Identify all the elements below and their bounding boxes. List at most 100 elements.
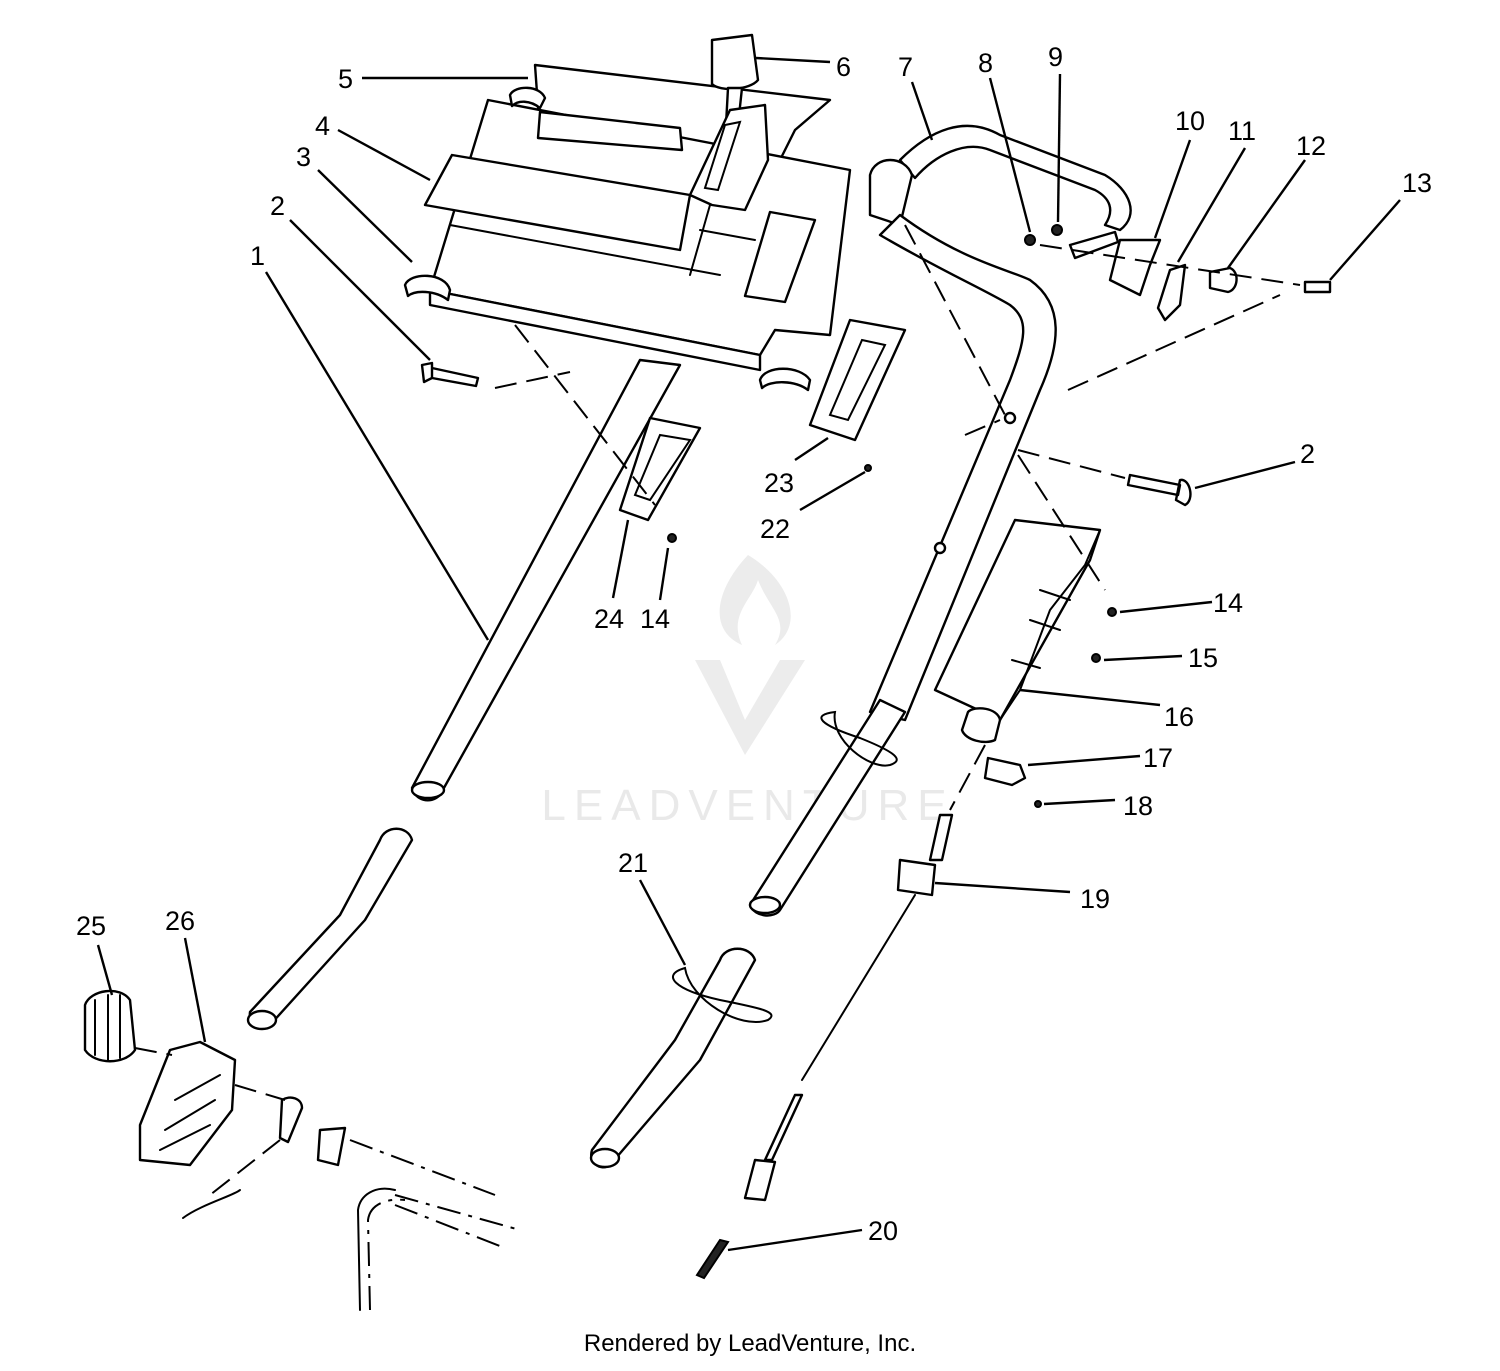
assembly-line-6 bbox=[904, 224, 1006, 416]
lower-handle-right bbox=[589, 710, 898, 1169]
clip-21-upper bbox=[820, 710, 898, 767]
leader-19 bbox=[934, 881, 1071, 894]
lower-handle-left-tube bbox=[248, 827, 414, 1029]
leader-14b bbox=[658, 547, 670, 601]
assembly-lines bbox=[134, 224, 1301, 1196]
housing-26 bbox=[138, 1040, 237, 1167]
panel-left-end-cap bbox=[403, 274, 452, 302]
shift-rod bbox=[689, 204, 711, 276]
housing-16-collar bbox=[960, 707, 1002, 744]
callout-23: 23 bbox=[764, 468, 794, 498]
callout-25: 25 bbox=[76, 911, 106, 941]
lower-handle-left-end bbox=[246, 1009, 278, 1031]
callout-12: 12 bbox=[1296, 131, 1326, 161]
assembly-line-1 bbox=[514, 324, 656, 506]
bolts bbox=[420, 361, 1192, 507]
upper-handle-left-tube bbox=[868, 158, 914, 227]
callout-14a: 14 bbox=[1213, 588, 1243, 618]
leader-9 bbox=[1056, 73, 1062, 223]
bracket-right bbox=[618, 318, 907, 522]
frame-dashdot-3 bbox=[394, 1204, 506, 1249]
cable-adjuster-19 bbox=[896, 858, 937, 897]
leader-15 bbox=[1103, 654, 1183, 662]
control-panel-housing bbox=[403, 63, 852, 392]
frame-corner-2 bbox=[366, 1198, 406, 1311]
leader-16 bbox=[1019, 688, 1161, 707]
upper-handle-tube-end bbox=[748, 895, 782, 915]
leader-lines bbox=[96, 56, 1401, 1252]
callout-11: 11 bbox=[1228, 116, 1256, 146]
leader-20 bbox=[727, 1228, 863, 1252]
watermark: LEADVENTURE bbox=[541, 555, 947, 830]
panel-front-edge bbox=[428, 288, 762, 372]
assembly-line-10 bbox=[234, 1084, 286, 1101]
upper-handle-right-tube bbox=[868, 213, 1057, 722]
upper-handle-bolt-hole bbox=[1003, 411, 1017, 425]
callout-18: 18 bbox=[1123, 791, 1153, 821]
housing-16-body bbox=[933, 518, 1102, 722]
lower-handle-right-end bbox=[589, 1147, 621, 1169]
watermark-flame-icon bbox=[719, 555, 791, 645]
nut-8 bbox=[1024, 234, 1036, 246]
callout-15: 15 bbox=[1188, 643, 1218, 673]
leader-2b bbox=[1194, 460, 1296, 490]
leader-13 bbox=[1329, 199, 1401, 281]
leader-21 bbox=[638, 879, 687, 966]
callout-14b: 14 bbox=[640, 604, 670, 634]
leader-11 bbox=[1176, 147, 1247, 263]
bracket-24 bbox=[618, 416, 702, 522]
leader-8 bbox=[988, 77, 1032, 233]
callout-8: 8 bbox=[978, 48, 993, 78]
spring-20 bbox=[695, 1238, 730, 1280]
callout-24: 24 bbox=[594, 604, 624, 634]
leader-25 bbox=[96, 944, 114, 996]
leader-2a bbox=[289, 219, 431, 361]
bolt-right bbox=[1126, 473, 1192, 507]
cable-line bbox=[801, 894, 916, 1081]
cable-upper-sleeve bbox=[928, 813, 954, 862]
bracket-23 bbox=[808, 318, 907, 442]
callout-17: 17 bbox=[1143, 743, 1173, 773]
panel-slot-rib bbox=[449, 224, 756, 276]
cable-end-fitting bbox=[743, 1158, 777, 1202]
callouts: 1 2 2 3 4 5 6 7 8 9 10 11 12 13 14 14 15… bbox=[76, 42, 1432, 1246]
assembly-line-5 bbox=[1039, 244, 1301, 286]
assembly-line-3 bbox=[1017, 449, 1126, 479]
leader-1 bbox=[264, 271, 490, 641]
watermark-v-icon bbox=[695, 660, 805, 755]
screw-15 bbox=[1091, 653, 1101, 663]
frame-corner bbox=[356, 1187, 396, 1311]
assembly-line-11 bbox=[209, 1139, 281, 1196]
callout-10: 10 bbox=[1175, 106, 1205, 136]
frame-dashdot-2 bbox=[394, 1194, 521, 1231]
left-handle-tube-end bbox=[410, 780, 446, 800]
leader-3 bbox=[317, 169, 413, 263]
callout-6: 6 bbox=[836, 52, 851, 82]
callout-5: 5 bbox=[338, 64, 353, 94]
left-handle-tube bbox=[410, 358, 682, 802]
screw-14 bbox=[1107, 607, 1117, 617]
panel-right-end-cap bbox=[758, 367, 812, 392]
frame-curve-left bbox=[182, 1189, 241, 1219]
callout-3: 3 bbox=[296, 142, 311, 172]
clip-small bbox=[316, 1126, 347, 1167]
screw-18 bbox=[1034, 800, 1042, 808]
leader-7 bbox=[910, 81, 934, 141]
leader-18 bbox=[1043, 798, 1116, 806]
upper-handle bbox=[748, 124, 1132, 917]
assembly-line-12 bbox=[949, 744, 986, 811]
callout-2b: 2 bbox=[1300, 439, 1315, 469]
callout-4: 4 bbox=[315, 111, 330, 141]
screw-22 bbox=[864, 464, 872, 472]
footer-credit: Rendered by LeadVenture, Inc. bbox=[583, 1330, 917, 1357]
bracket-10 bbox=[1108, 238, 1162, 297]
panel-left-pivot bbox=[508, 86, 547, 110]
frame-dashdot-1 bbox=[349, 1139, 496, 1196]
callout-2a: 2 bbox=[270, 191, 285, 221]
leader-26 bbox=[183, 937, 207, 1043]
callout-26: 26 bbox=[165, 906, 195, 936]
panel-window bbox=[536, 110, 684, 152]
callout-22: 22 bbox=[760, 514, 790, 544]
lever-11 bbox=[1156, 263, 1187, 322]
